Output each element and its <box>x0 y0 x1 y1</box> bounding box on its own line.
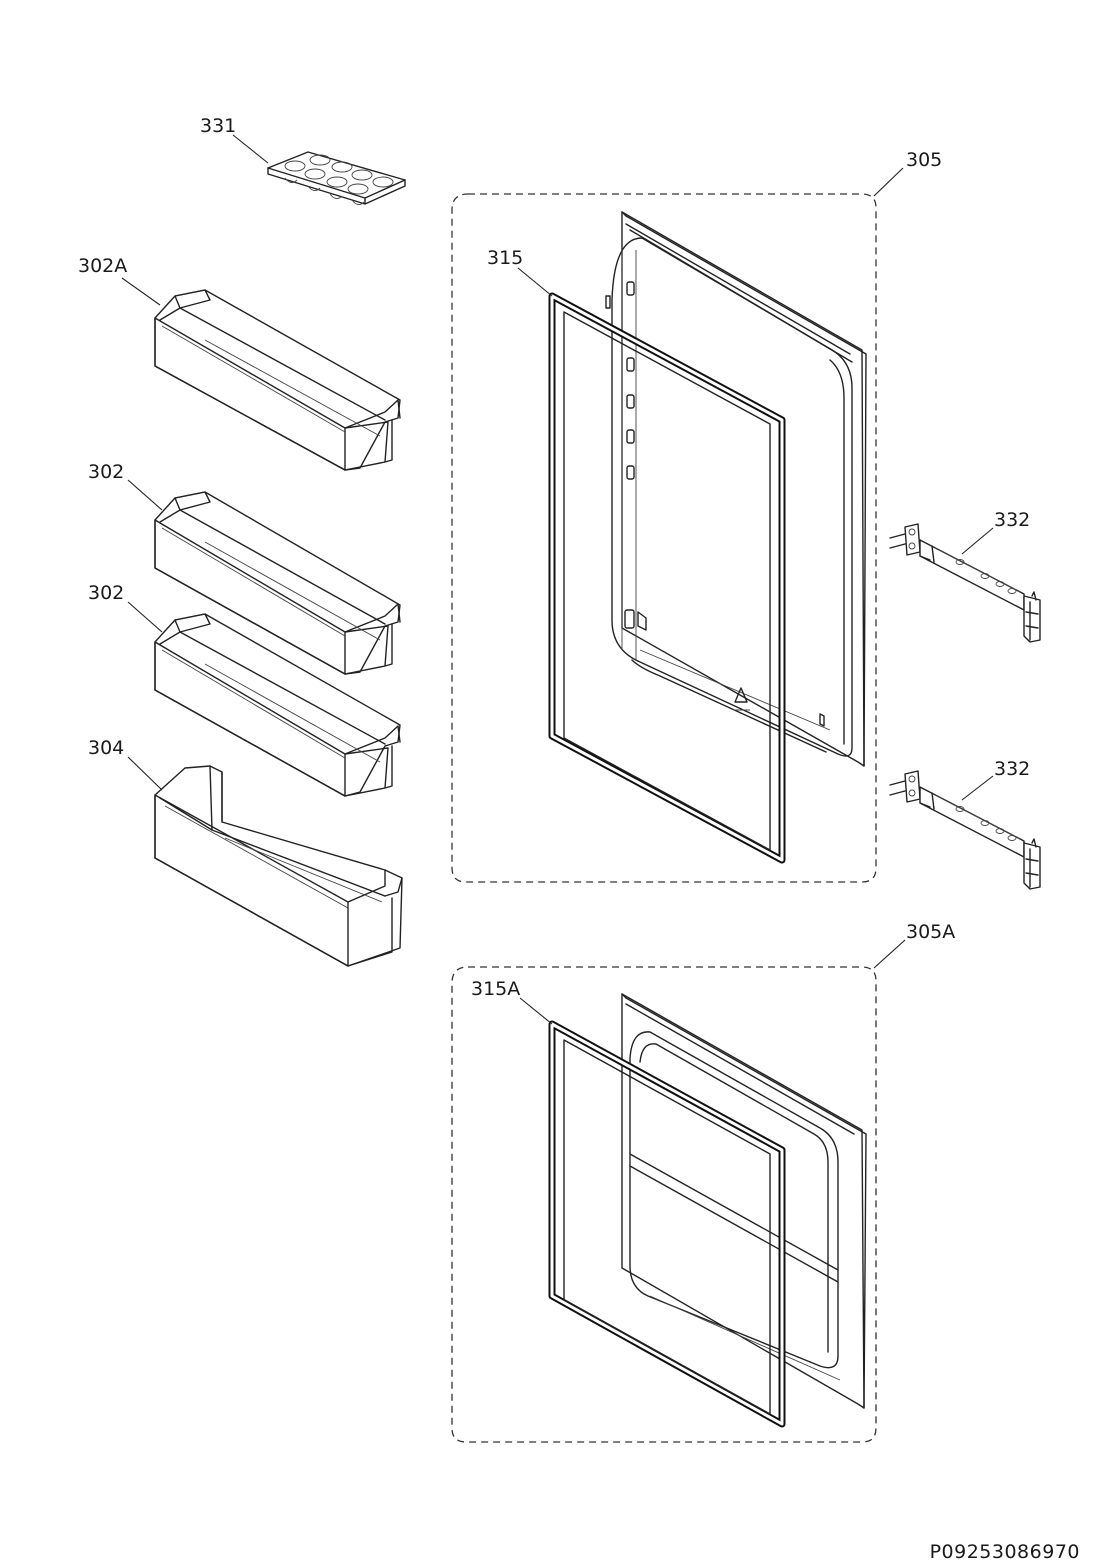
assembly-box-305A <box>451 966 877 1443</box>
part-label-332-lower: 332 <box>994 758 1030 780</box>
part-label-304: 304 <box>88 737 124 759</box>
lower-door-liner <box>621 993 867 1409</box>
assembly-box-305 <box>451 193 877 883</box>
door-shelf-302-upper <box>154 491 401 675</box>
part-label-305: 305 <box>906 149 942 171</box>
drawing-number: P09253086970 <box>929 1541 1080 1563</box>
upper-door-liner <box>605 211 867 767</box>
part-label-331: 331 <box>200 115 236 137</box>
leader-304 <box>127 756 163 791</box>
leader-302A <box>121 277 161 306</box>
part-label-332-upper: 332 <box>994 509 1030 531</box>
part-label-302-upper: 302 <box>88 461 124 483</box>
part-label-302-lower: 302 <box>88 582 124 604</box>
part-label-315: 315 <box>487 247 523 269</box>
hinge-332-upper <box>889 523 1041 643</box>
door-shelf-304 <box>154 765 403 967</box>
leader-315A <box>519 997 553 1025</box>
part-label-305A: 305A <box>906 921 955 943</box>
leader-332-upper <box>961 527 994 555</box>
egg-tray <box>267 151 406 205</box>
leader-302-upper <box>127 479 163 511</box>
door-shelf-302A <box>154 289 401 471</box>
leader-302-lower <box>127 601 163 633</box>
part-label-302A: 302A <box>78 255 127 277</box>
leader-332-lower <box>961 775 994 801</box>
part-label-315A: 315A <box>471 978 520 1000</box>
hinge-332-lower <box>889 770 1041 890</box>
leader-331 <box>232 134 269 164</box>
lower-door-gasket <box>548 1020 786 1428</box>
door-shelf-302-lower <box>154 613 401 797</box>
leader-315 <box>517 267 553 297</box>
upper-door-gasket <box>548 292 786 864</box>
leader-305 <box>873 167 904 197</box>
leader-305A <box>873 939 906 969</box>
